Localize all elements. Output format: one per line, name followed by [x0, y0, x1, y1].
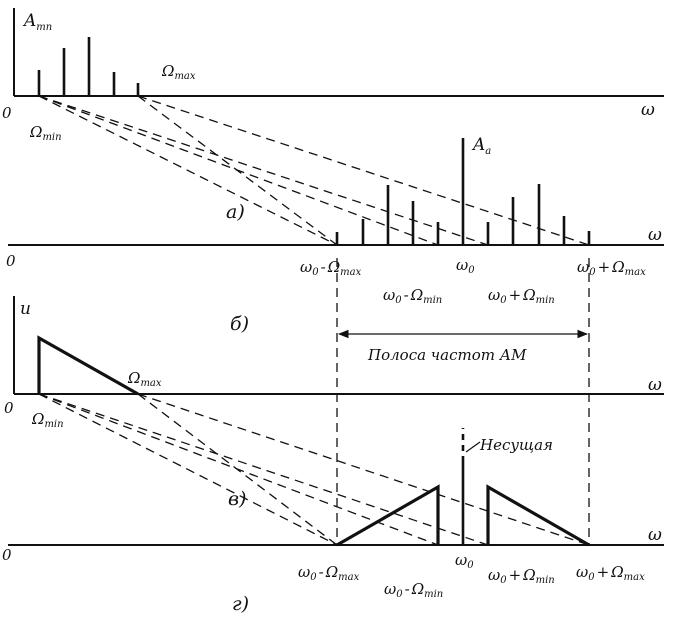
projection-lines-v-to-g — [38, 393, 590, 546]
label-omega0-plus-omega-max-b: ω0+Ωmax — [577, 258, 646, 278]
projection-line — [38, 95, 338, 246]
panel-label-v: в) — [228, 488, 246, 510]
carrier-label: Несущая — [479, 436, 553, 454]
omega-min-label-v: Ωmin — [31, 410, 64, 430]
axis-label-aa: Aa — [471, 135, 491, 157]
projection-line — [38, 393, 489, 546]
projection-line — [137, 393, 590, 546]
panel-b: Aa 0 ω ω0-Ωmax ω0 ω0-Ωmin ω0+Ωmin ω0+Ωma… — [6, 135, 664, 335]
omega-axis-label-g: ω — [648, 525, 662, 545]
projection-line — [137, 393, 338, 546]
projection-line — [137, 95, 338, 246]
label-omega0-plus-omega-min-g: ω0+Ωmin — [488, 566, 555, 586]
label-omega0-minus-omega-min-b: ω0-Ωmin — [383, 286, 442, 306]
projection-line — [38, 393, 338, 546]
label-omega0-g: ω0 — [455, 551, 474, 571]
origin-label-v: 0 — [4, 399, 14, 417]
omega-axis-label-b: ω — [648, 225, 662, 245]
label-omega0-minus-omega-max-g: ω0-Ωmax — [298, 563, 360, 583]
omega-axis-label-v: ω — [648, 375, 662, 395]
band-label: Полоса частот АМ — [367, 346, 527, 364]
projection-line — [38, 95, 489, 246]
panel-g: Несущая 0 ω ω0-Ωmax ω0 ω0-Ωmin ω0+Ωmin ω… — [2, 428, 664, 615]
panel-label-b: б) — [230, 313, 249, 335]
label-omega0-minus-omega-max-b: ω0-Ωmax — [300, 258, 362, 278]
omega-min-label-a: Ωmin — [29, 123, 62, 143]
projection-lines-a-to-b — [38, 95, 590, 246]
panel-label-a: а) — [226, 201, 245, 223]
panel-a: Amn 0 ω Ωmin Ωmax а) — [2, 8, 664, 223]
omega-axis-label-a: ω — [641, 100, 655, 120]
label-omega0-plus-omega-max-g: ω0+Ωmax — [576, 563, 645, 583]
axis-label-amn: Amn — [22, 11, 52, 33]
origin-label-a: 0 — [2, 104, 12, 122]
origin-label-g: 0 — [2, 546, 12, 564]
lower-sideband-triangle — [336, 484, 440, 547]
carrier-leader — [465, 441, 481, 453]
band-boundaries: Полоса частот АМ — [336, 258, 590, 545]
modulating-spectrum-triangle — [37, 335, 139, 396]
label-omega0-plus-omega-min-b: ω0+Ωmin — [488, 286, 555, 306]
upper-sideband-triangle — [486, 484, 590, 547]
axis-label-u: u — [20, 299, 31, 319]
panel-v: u 0 ω Ωmin Ωmax в) — [4, 296, 664, 510]
label-omega0-minus-omega-min-g: ω0-Ωmin — [384, 580, 443, 600]
origin-label-b: 0 — [6, 252, 16, 270]
panel-label-g: г) — [232, 593, 249, 615]
omega-max-label-a: Ωmax — [161, 62, 196, 82]
omega-max-label-v: Ωmax — [127, 369, 162, 389]
label-omega0-b: ω0 — [456, 256, 475, 276]
